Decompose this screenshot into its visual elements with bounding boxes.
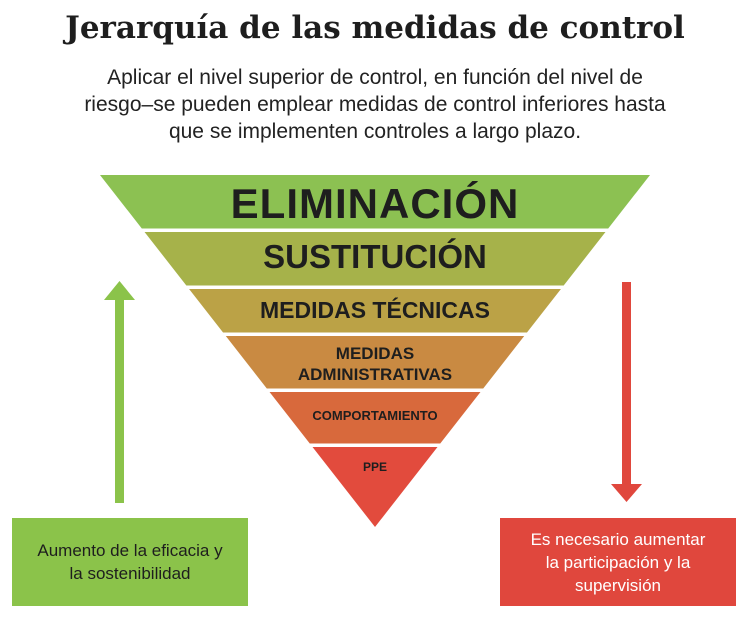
box-line: Aumento de la eficacia y xyxy=(37,541,223,560)
efficacy-box: Aumento de la eficacia y la sostenibilid… xyxy=(12,518,248,606)
box-line: Es necesario aumentar xyxy=(530,529,706,549)
box-line: la sostenibilidad xyxy=(69,564,191,583)
pyramid-band xyxy=(144,232,606,286)
down-arrow xyxy=(611,282,642,502)
pyramid-band xyxy=(269,392,481,444)
pyramid-band xyxy=(225,336,525,389)
level-eliminacion: ELIMINACIÓN xyxy=(230,180,520,227)
level-medidas-tecnicas: MEDIDAS TÉCNICAS xyxy=(259,297,490,323)
box-line: supervisión xyxy=(574,575,661,595)
level-label-line: ADMINISTRATIVAS xyxy=(297,365,453,384)
pyramid-band xyxy=(189,289,561,333)
level-comportamiento: COMPORTAMIENTO xyxy=(312,408,438,423)
pyramid-band xyxy=(100,175,650,229)
level-sustitucion: SUSTITUCIÓN xyxy=(263,238,487,275)
subtitle-line-2: riesgo–se pueden emplear medidas de cont… xyxy=(84,93,666,116)
level-ppe: PPE xyxy=(362,460,387,474)
page-title: Jerarquía de las medidas de control xyxy=(65,10,685,46)
up-arrow xyxy=(104,281,135,503)
level-label-line: MEDIDAS xyxy=(335,344,415,363)
subtitle-line-1: Aplicar el nivel superior de control, en… xyxy=(107,66,643,89)
pyramid-band xyxy=(312,447,438,527)
subtitle-line-3: que se implementen controles a largo pla… xyxy=(168,120,582,143)
participation-box: Es necesario aumentar la participación y… xyxy=(500,518,736,606)
level-medidas-administrativas: MEDIDAS ADMINISTRATIVAS xyxy=(150,343,600,385)
box-line: la participación y la xyxy=(545,552,691,572)
